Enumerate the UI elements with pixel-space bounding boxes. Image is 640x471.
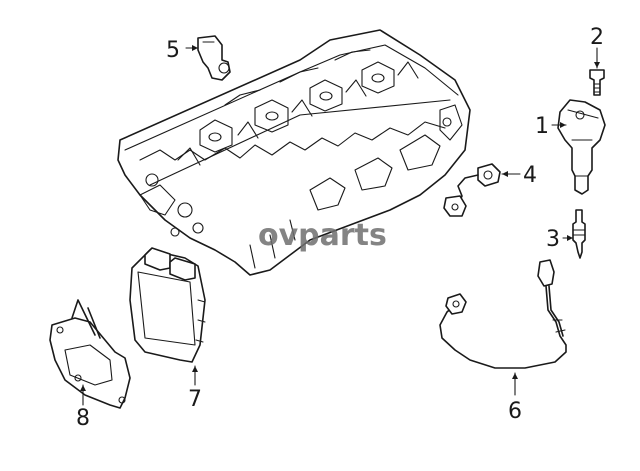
callout-6: 6 xyxy=(508,399,522,424)
callout-1: 1 xyxy=(535,114,549,139)
part-3-spark-plug xyxy=(572,209,586,259)
callout-5: 5 xyxy=(166,38,180,63)
callout-8: 8 xyxy=(76,406,90,431)
callout-3: 3 xyxy=(546,227,560,252)
part-1-ignition-coil xyxy=(557,99,606,195)
part-7-ecu xyxy=(129,247,206,363)
callout-leaders xyxy=(80,45,600,406)
callout-2: 2 xyxy=(590,25,604,50)
part-2-bolt xyxy=(589,69,605,96)
callout-7: 7 xyxy=(188,387,202,412)
watermark-logo: ovparts xyxy=(258,218,387,253)
callout-4: 4 xyxy=(523,163,537,188)
part-8-ecu-bracket xyxy=(49,299,131,409)
part-5-sensor-bracket xyxy=(197,35,231,81)
cylinder-head xyxy=(117,29,471,276)
part-6-harness xyxy=(439,259,567,369)
part-4-sensor-harness xyxy=(443,163,501,217)
